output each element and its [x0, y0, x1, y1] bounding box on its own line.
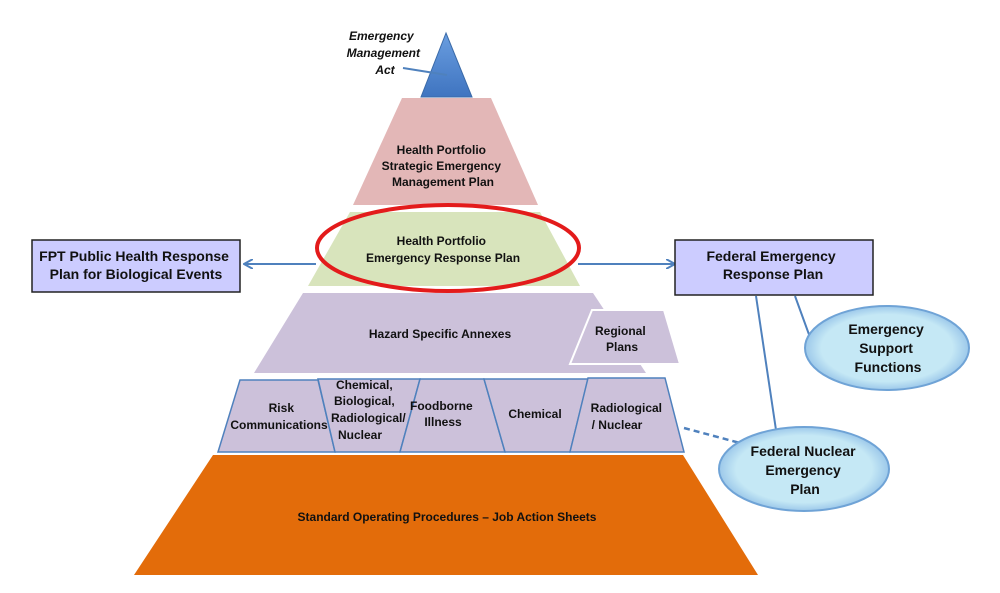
hazard-annexes-tier[interactable]: [254, 293, 646, 373]
federal-nuclear-label: Federal Nuclear Emergency Plan: [751, 443, 860, 497]
sop-label: Standard Operating Procedures – Job Acti…: [298, 510, 597, 524]
regional-plans-label: Regional Plans: [595, 324, 649, 354]
apex-label: Emergency Management Act: [347, 29, 424, 77]
federal-plan-label: Federal Emergency Response Plan: [706, 248, 839, 282]
sop-tier[interactable]: [134, 455, 758, 575]
radiological-to-nuclear-dashed-connector: [683, 426, 741, 445]
foodborne-illness-label: Foodborne Illness: [410, 399, 476, 429]
strategic-plan-label: Health Portfolio Strategic Emergency Man…: [382, 143, 505, 189]
federal-to-nuclear-connector: [755, 295, 777, 431]
hazard-block-radiological-nuclear[interactable]: [569, 377, 685, 453]
emergency-management-act-apex[interactable]: [420, 31, 473, 98]
regional-plans-block[interactable]: [568, 309, 682, 365]
federal-to-esf-connector: [794, 295, 812, 341]
strategic-plan-tier[interactable]: [353, 98, 538, 205]
response-plan-label: Health Portfolio Emergency Response Plan: [366, 234, 520, 265]
hazard-annexes-label: Hazard Specific Annexes: [369, 327, 512, 341]
response-plan-tier[interactable]: [308, 212, 580, 286]
federal-nuclear-bubble[interactable]: [718, 426, 890, 512]
hazard-block-risk-communications[interactable]: [216, 379, 336, 453]
cbrn-label: Chemical, Biological, Radiological/ Nucl…: [331, 378, 409, 442]
fpt-plan-label: FPT Public Health Response Plan for Biol…: [39, 248, 233, 282]
highlight-ellipse: [315, 203, 581, 293]
chemical-label: Chemical: [508, 407, 561, 421]
esf-label: Emergency Support Functions: [848, 321, 927, 375]
radiological-nuclear-label: Radiological / Nuclear: [591, 401, 666, 432]
apex-callout-line: [402, 67, 448, 76]
fpt-plan-box[interactable]: [31, 239, 241, 293]
esf-bubble[interactable]: [804, 305, 970, 391]
federal-plan-box[interactable]: [674, 239, 874, 296]
risk-communications-label: Risk Communications: [230, 401, 328, 432]
